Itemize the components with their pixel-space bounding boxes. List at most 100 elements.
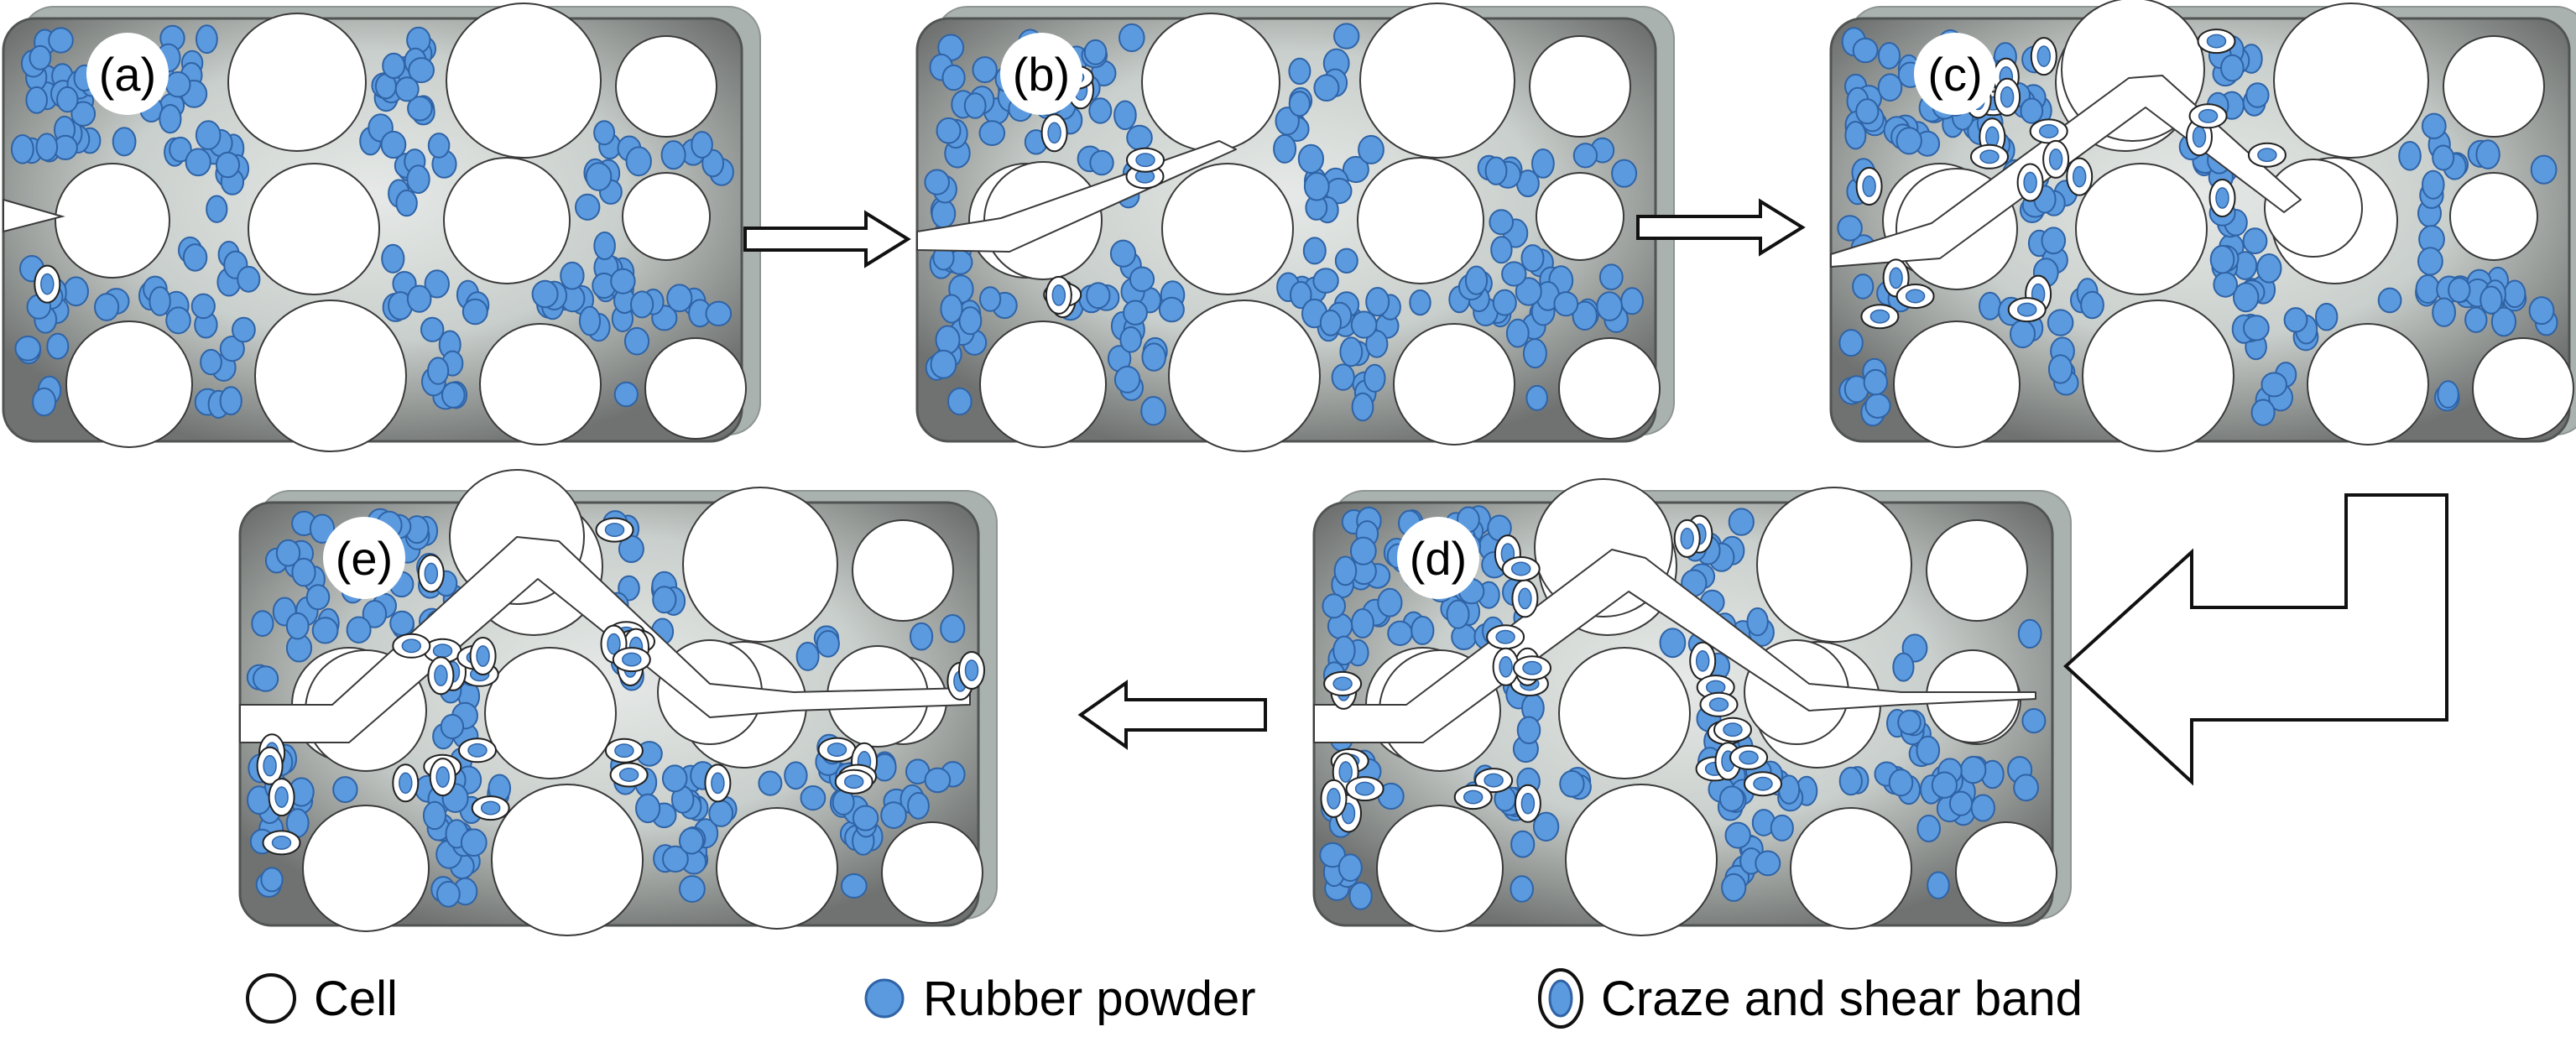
rubber-particle xyxy=(1410,290,1430,315)
rubber-particle xyxy=(221,387,242,414)
rubber-particle xyxy=(2014,774,2038,800)
craze-core xyxy=(2208,34,2226,47)
rubber-particle xyxy=(196,25,217,53)
rubber-particle xyxy=(461,829,487,856)
cell xyxy=(980,321,1106,447)
rubber-particle xyxy=(2049,355,2072,383)
craze-core xyxy=(435,665,447,685)
craze-particle xyxy=(1675,520,1700,557)
rubber-particle xyxy=(680,876,705,902)
rubber-particle xyxy=(1120,327,1141,352)
cell xyxy=(1791,808,1911,929)
cell xyxy=(1894,321,2020,447)
cell xyxy=(1559,338,1660,439)
arrow-a-to-b xyxy=(745,213,908,265)
craze-particle xyxy=(1503,557,1540,581)
craze-core xyxy=(1484,774,1503,786)
cell xyxy=(2274,3,2428,158)
panel-label: (d) xyxy=(1410,532,1467,585)
rubber-particle xyxy=(1314,75,1338,101)
rubber-particle xyxy=(1560,771,1583,797)
craze-particle xyxy=(1514,656,1551,680)
rubber-particle xyxy=(1865,394,1890,418)
rubber-particle xyxy=(941,615,964,642)
rubber-particle xyxy=(1313,268,1338,293)
legend-rubber-powder: Rubber powder xyxy=(861,963,1256,1034)
rubber-particle xyxy=(709,800,733,826)
craze-core xyxy=(434,644,452,657)
cell xyxy=(1377,805,1503,931)
rubber-particle xyxy=(1854,39,1878,62)
craze-core xyxy=(1496,631,1515,644)
craze-particle xyxy=(597,518,634,542)
craze-particle xyxy=(1995,79,2020,116)
rubber-particle xyxy=(1378,589,1401,617)
rubber-particle xyxy=(15,336,40,361)
craze-core xyxy=(1986,127,1999,147)
rubber-particle xyxy=(1574,143,1597,167)
rubber-particle xyxy=(1351,538,1376,565)
panel-b: (b) xyxy=(917,3,1674,451)
rubber-particle xyxy=(1336,249,1358,273)
craze-core xyxy=(2050,149,2062,169)
rubber-particle xyxy=(186,149,211,175)
rubber-particle xyxy=(1720,786,1744,810)
rubber-particle xyxy=(576,195,599,220)
cell xyxy=(480,324,601,445)
rubber-particle xyxy=(636,795,660,822)
cell xyxy=(1536,173,1624,260)
rubber-particle xyxy=(2010,320,2035,347)
rubber-particle xyxy=(1726,823,1750,848)
rubber-particle xyxy=(57,87,77,112)
cell xyxy=(1360,3,1515,158)
craze-particle xyxy=(1046,277,1072,314)
legend-rubber-powder-label: Rubber powder xyxy=(923,971,1256,1027)
cell xyxy=(1358,158,1484,284)
cell xyxy=(255,300,406,451)
rubber-particle xyxy=(2252,400,2275,425)
rubber-particle xyxy=(1130,268,1154,292)
craze-particle xyxy=(471,638,496,675)
rubber-particle xyxy=(680,828,703,853)
rubber-particle xyxy=(1090,151,1113,175)
craze-particle xyxy=(1971,145,2008,169)
rubber-particle xyxy=(2476,140,2499,169)
rubber-particle xyxy=(653,586,675,612)
rubber-particle xyxy=(1729,508,1754,534)
craze-particle xyxy=(459,738,496,762)
panel-d: (d) xyxy=(1314,479,2071,935)
rubber-particle xyxy=(785,762,806,789)
craze-particle xyxy=(819,738,856,762)
rubber-particle xyxy=(1898,711,1921,734)
rubber-particle xyxy=(1115,367,1139,393)
rubber-particle xyxy=(2214,273,2237,297)
rubber-particle xyxy=(1879,43,1900,69)
rubber-particle xyxy=(1141,397,1165,425)
craze-particle xyxy=(2249,143,2286,167)
cell xyxy=(1169,300,1320,451)
cell xyxy=(1162,164,1293,294)
cell xyxy=(1566,784,1717,935)
rubber-particle xyxy=(2022,709,2045,732)
craze-particle xyxy=(1714,718,1751,742)
cell xyxy=(2450,173,2537,260)
rubber-particle xyxy=(307,585,330,609)
craze-core xyxy=(1870,310,1889,323)
craze-core xyxy=(1890,268,1902,288)
craze-particle xyxy=(2043,141,2068,178)
cell xyxy=(1394,324,1515,445)
rubber-particle xyxy=(925,170,949,195)
craze-particle xyxy=(2198,29,2235,53)
rubber-particle xyxy=(396,77,419,101)
ringed-particle-icon xyxy=(1536,966,1586,1031)
cell xyxy=(228,13,366,151)
rubber-particle xyxy=(1114,102,1136,130)
craze-particle xyxy=(1861,305,1898,328)
rubber-particle xyxy=(333,777,357,802)
rubber-particle xyxy=(408,286,431,312)
rubber-particle xyxy=(201,350,222,374)
craze-core xyxy=(2018,303,2036,315)
rubber-particle xyxy=(1304,237,1326,263)
craze-core xyxy=(2037,46,2050,66)
craze-core xyxy=(1512,562,1530,575)
